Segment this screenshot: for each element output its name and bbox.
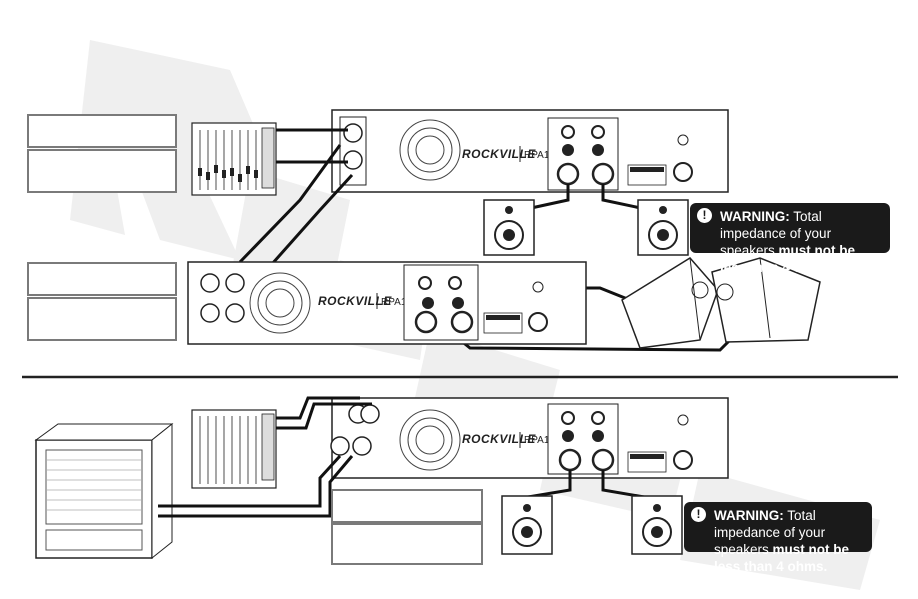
amplifier-3: ROCKVILLE RPA16 bbox=[330, 397, 729, 479]
cables-bottom bbox=[158, 396, 651, 518]
label-box-3 bbox=[27, 262, 177, 296]
warning-strong: WARNING: bbox=[714, 508, 784, 523]
amp2-model: RPA16 bbox=[381, 297, 412, 308]
amp2-brand: ROCKVILLE bbox=[318, 294, 392, 308]
warning-text: Total impedance of your speakers bbox=[714, 508, 826, 557]
amp1-brand: ROCKVILLE bbox=[462, 147, 536, 161]
amp3-model: RPA16 bbox=[524, 435, 555, 446]
warning-box-top: ! WARNING: Total impedance of your speak… bbox=[690, 203, 890, 275]
mixer-bottom bbox=[191, 409, 277, 489]
stage-monitor-right bbox=[711, 257, 821, 343]
mixer-top bbox=[191, 122, 277, 196]
warning-strong: WARNING: bbox=[720, 209, 790, 224]
speaker-left-bottom bbox=[501, 495, 553, 555]
label-box-5 bbox=[331, 489, 483, 523]
warning-strong-2: must not be less than 4 ohms. bbox=[714, 542, 850, 574]
warning-strong-2: must not be less than 4 ohms. bbox=[720, 243, 856, 275]
amp3-brand: ROCKVILLE bbox=[462, 432, 536, 446]
warning-icon: ! bbox=[697, 208, 712, 223]
stage-monitor-left bbox=[621, 257, 719, 349]
label-box-4 bbox=[27, 297, 177, 341]
speaker-right-top bbox=[637, 199, 689, 256]
label-box-6 bbox=[331, 523, 483, 565]
speaker-left-top bbox=[483, 199, 535, 256]
warning-icon: ! bbox=[691, 507, 706, 522]
label-box-1 bbox=[27, 114, 177, 148]
label-box-2 bbox=[27, 149, 177, 193]
speaker-right-bottom bbox=[631, 495, 683, 555]
amplifier-2: ROCKVILLE RPA16 bbox=[187, 261, 587, 345]
amplifier-1: ROCKVILLE RPA16 bbox=[331, 109, 729, 193]
warning-box-bottom: ! WARNING: Total impedance of your speak… bbox=[684, 502, 872, 574]
amp1-model: RPA16 bbox=[524, 150, 555, 161]
subwoofer bbox=[34, 422, 174, 560]
warning-text: Total impedance of your speakers bbox=[720, 209, 832, 258]
